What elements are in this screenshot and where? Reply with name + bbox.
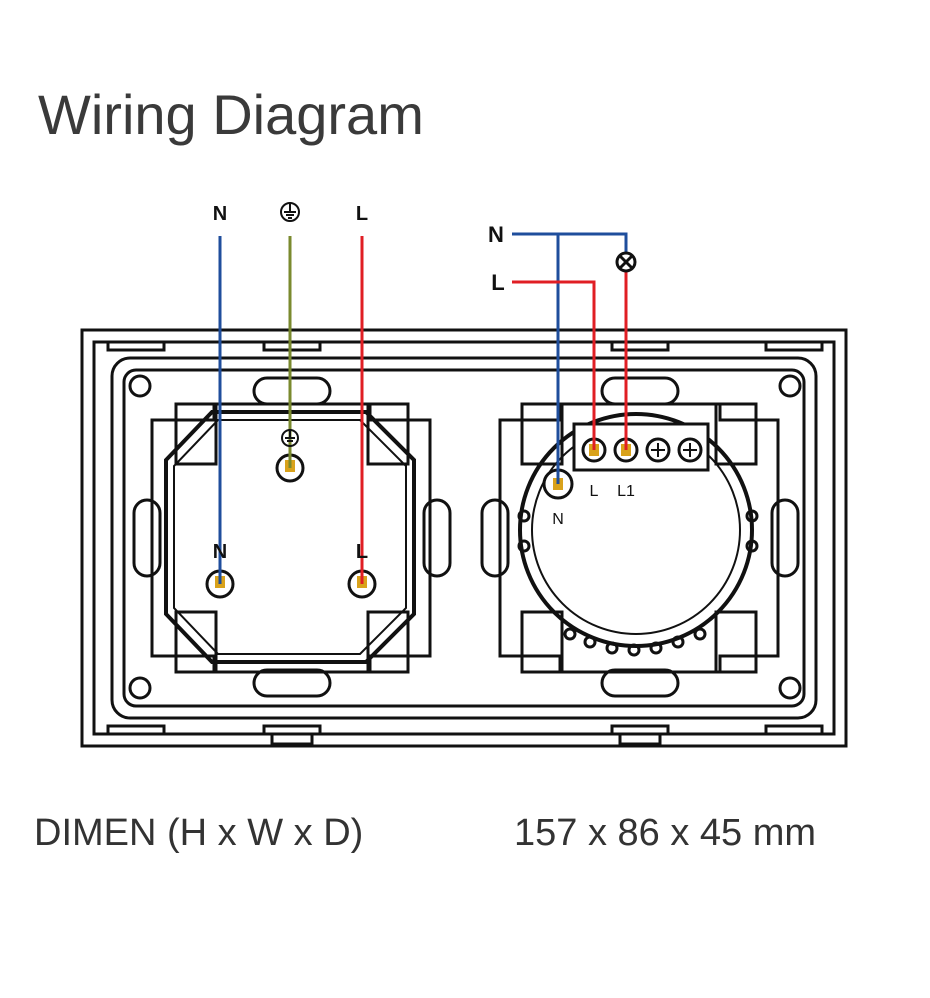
switch-terminal-live-label: L <box>590 483 599 500</box>
socket-terminal-cores <box>215 460 367 588</box>
page-title: Wiring Diagram <box>38 83 424 146</box>
socket-top-neutral-label: N <box>213 203 227 225</box>
socket-module <box>132 376 452 698</box>
earth-terminal-icon <box>281 429 299 447</box>
socket-terminal-live-label: L <box>356 541 368 563</box>
switch-live-wire <box>512 280 596 450</box>
switch-supply-live-label: L <box>491 270 504 295</box>
switch-wires <box>512 232 628 484</box>
switch-neutral-wire <box>512 232 628 252</box>
socket-terminal-neutral-label: N <box>213 541 227 563</box>
switch-supply-neutral-label: N <box>488 222 504 247</box>
lamp-symbol-icon <box>615 251 637 273</box>
switch-terminal-l1-label: L1 <box>617 483 635 500</box>
dimensions-label: DIMEN (H x W x D) <box>34 812 364 854</box>
switch-terminal-neutral-label: N <box>552 511 564 528</box>
socket-top-live-label: L <box>356 203 368 225</box>
frame <box>80 328 848 748</box>
switch-terminal-screws <box>651 443 697 457</box>
dimensions-value: 157 x 86 x 45 mm <box>514 812 817 854</box>
earth-symbol-icon <box>280 202 300 222</box>
switch-module <box>480 376 800 698</box>
